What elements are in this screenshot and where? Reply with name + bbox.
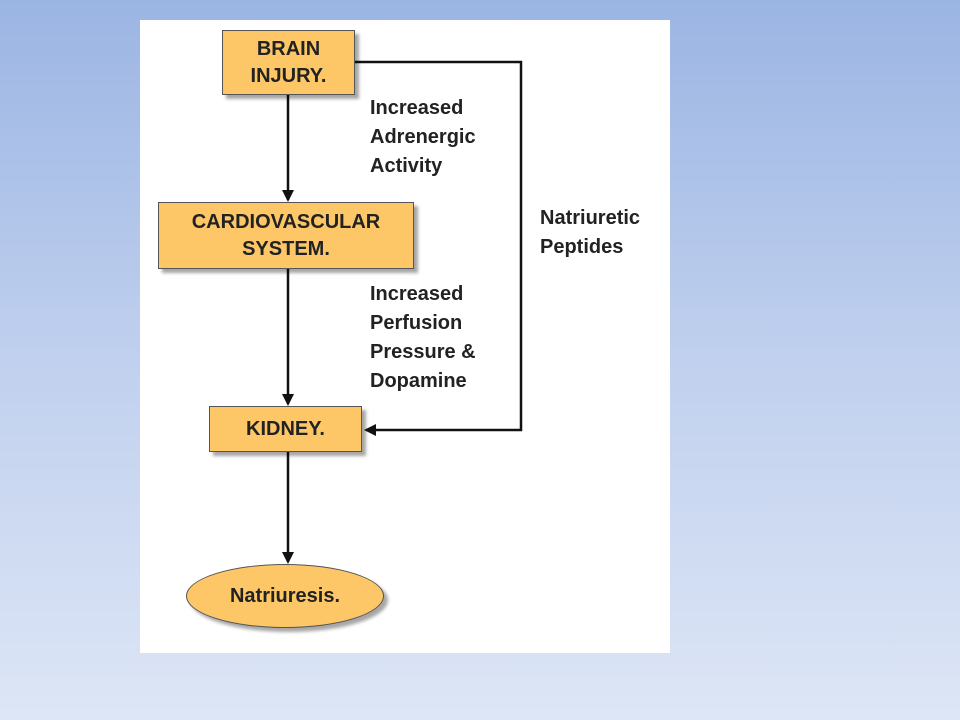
perfusion-pressure-label: Increased Perfusion Pressure & Dopamine xyxy=(370,280,476,396)
natriuresis-label: Natriuresis. xyxy=(229,584,341,607)
perfusion-line-2: Perfusion xyxy=(370,312,463,334)
adrenergic-line-3: Activity xyxy=(370,155,443,177)
connector-lines xyxy=(282,60,523,564)
perfusion-line-1: Increased xyxy=(370,283,464,305)
kidney-node: KIDNEY. xyxy=(209,406,362,452)
brain-injury-node: BRAIN INJURY. xyxy=(222,30,355,95)
perfusion-line-4: Dopamine xyxy=(370,370,467,392)
cardiovascular-line-2: SYSTEM. xyxy=(242,237,330,260)
brain-injury-line-2: INJURY. xyxy=(250,64,327,87)
natriuresis-node: Natriuresis. xyxy=(186,564,384,628)
adrenergic-line-1: Increased xyxy=(370,97,464,119)
kidney-label: KIDNEY. xyxy=(246,417,325,440)
brain-injury-line-1: BRAIN xyxy=(256,37,321,60)
cardiovascular-line-1: CARDIOVASCULAR xyxy=(191,210,381,233)
natriuretic-line-2: Peptides xyxy=(540,236,624,258)
natriuretic-line-1: Natriuretic xyxy=(540,207,641,229)
natriuretic-peptides-label: Natriuretic Peptides xyxy=(540,204,640,262)
diagram-panel: BRAIN INJURY. CARDIOVASCULAR SYSTEM. KID… xyxy=(140,20,670,653)
perfusion-line-3: Pressure & xyxy=(370,341,476,363)
cardiovascular-system-node: CARDIOVASCULAR SYSTEM. xyxy=(158,202,414,269)
arrow-brain-to-kidney-feedback xyxy=(355,60,523,436)
adrenergic-activity-label: Increased Adrenergic Activity xyxy=(370,94,476,181)
adrenergic-line-2: Adrenergic xyxy=(370,126,476,148)
